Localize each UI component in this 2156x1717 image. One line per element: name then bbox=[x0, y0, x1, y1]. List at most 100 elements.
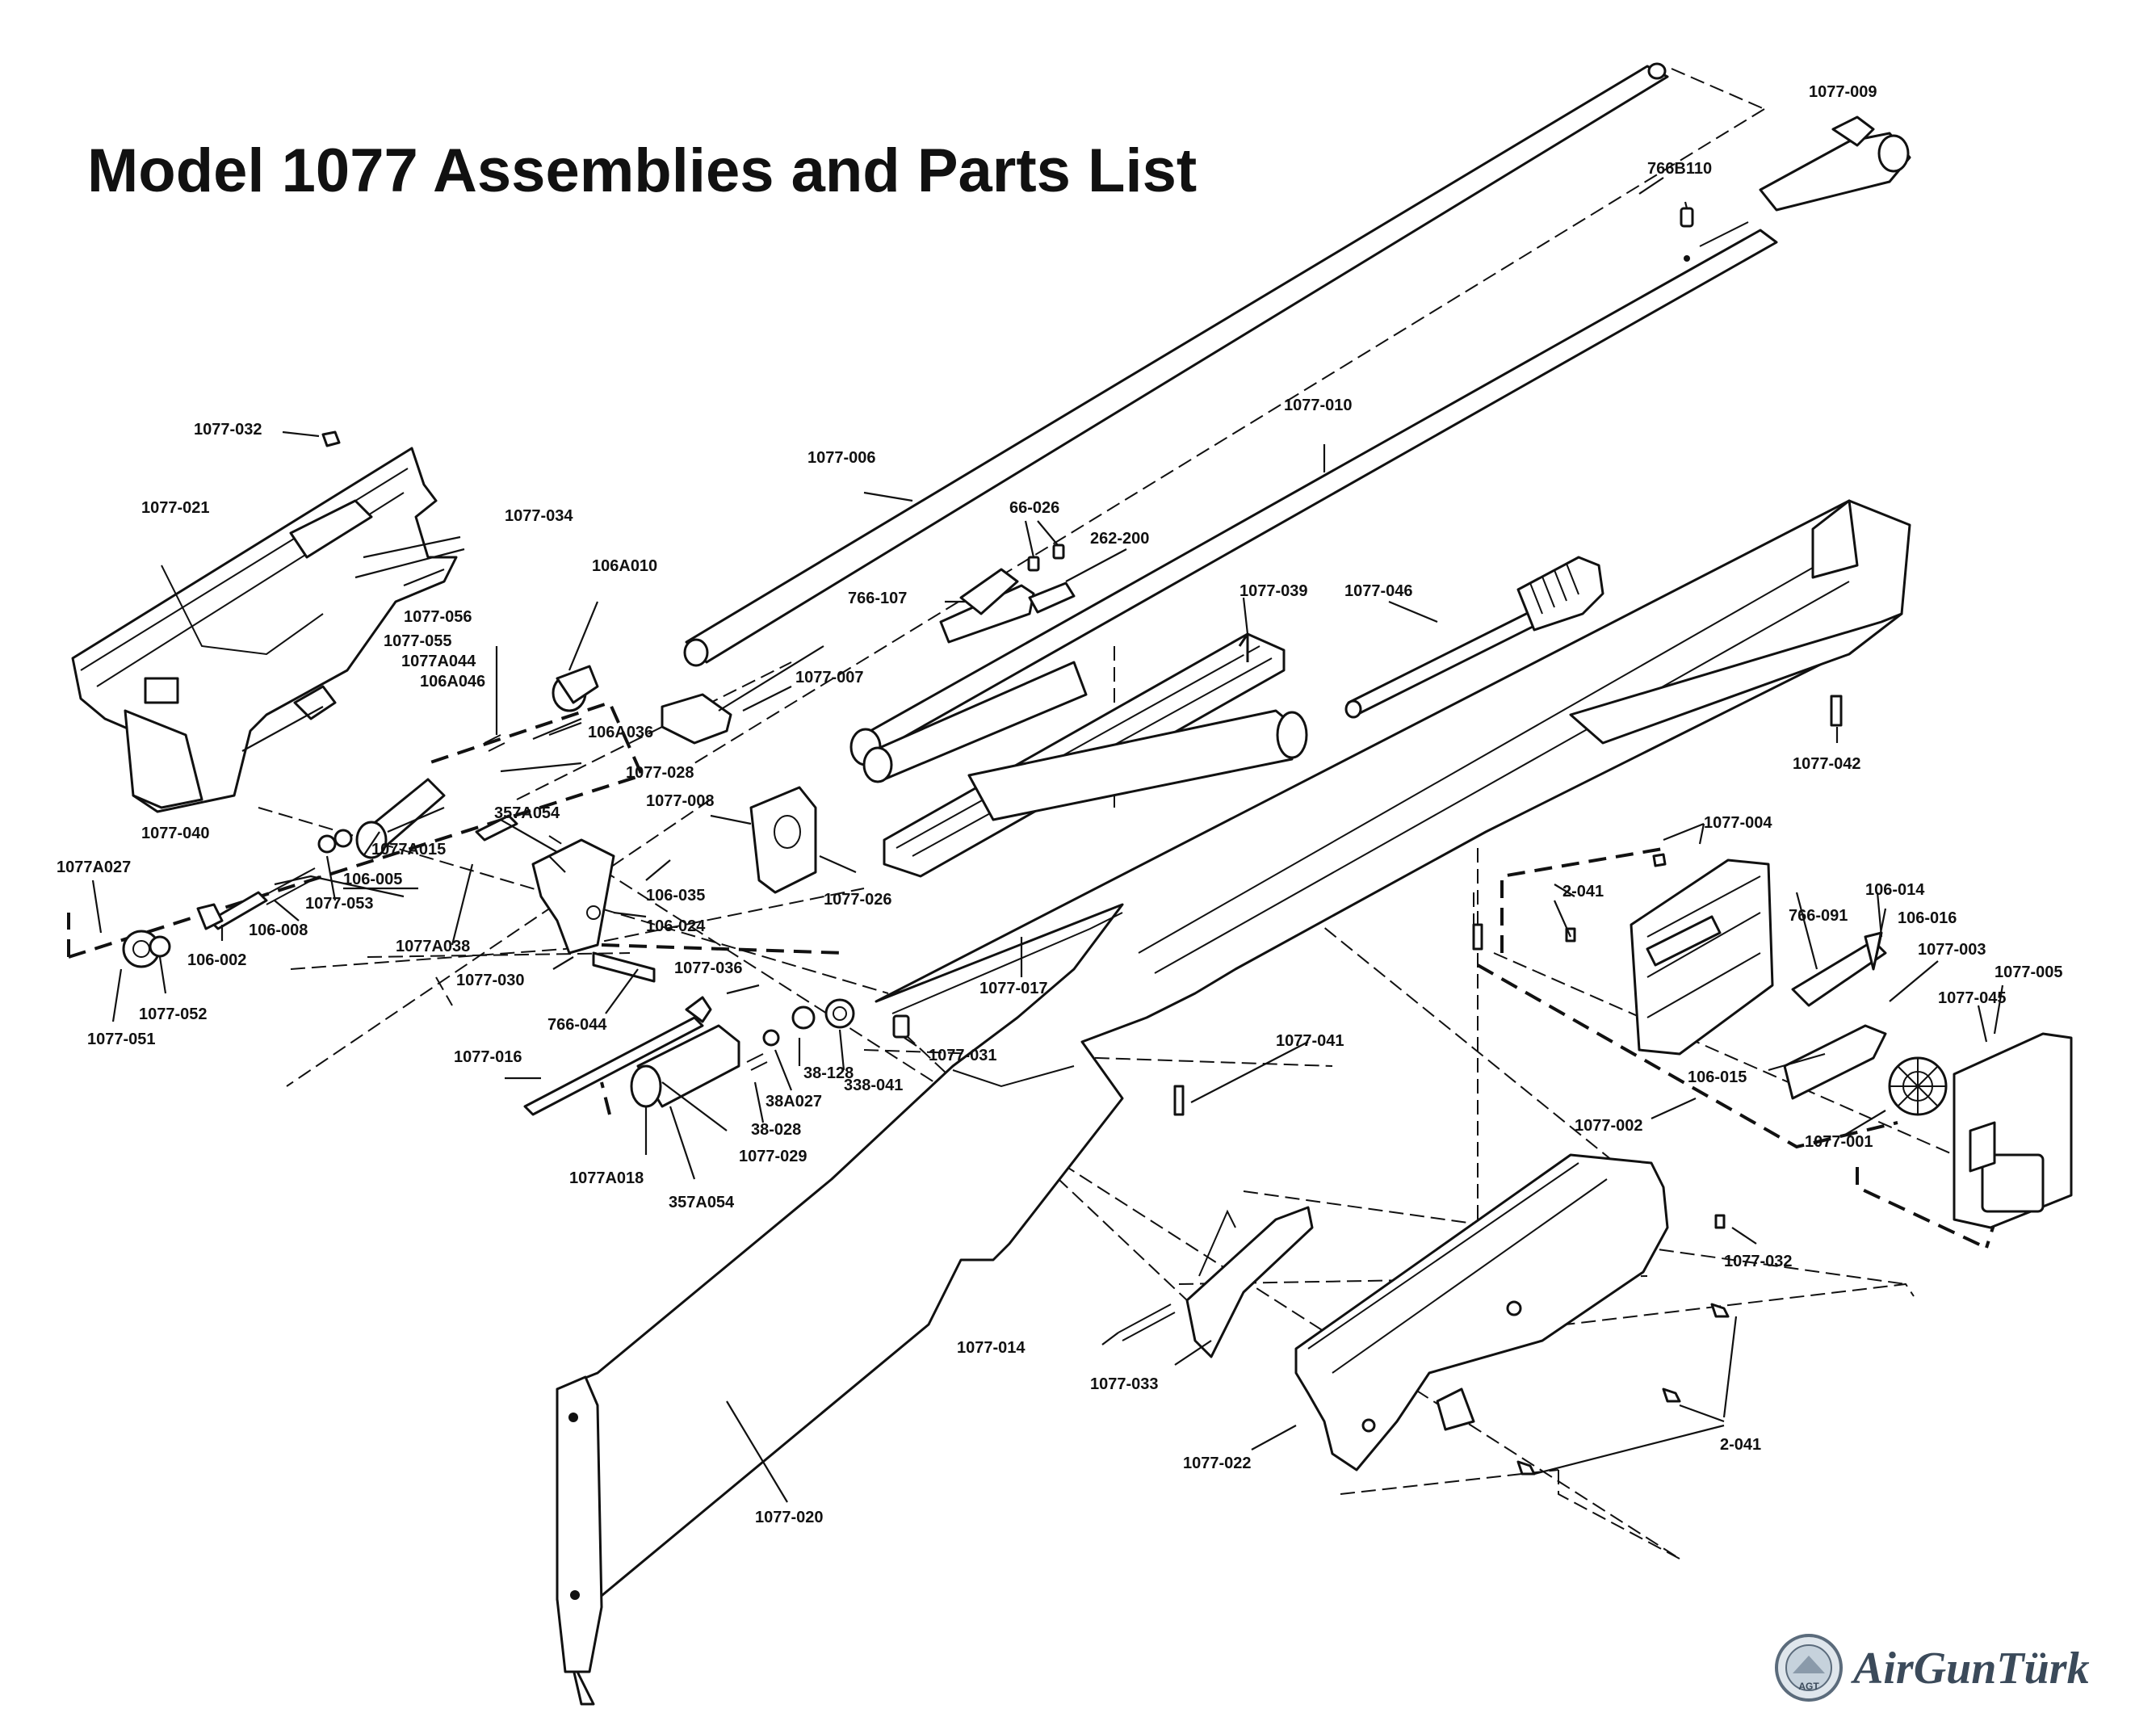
watermark-badge-icon: AGT bbox=[1775, 1634, 1843, 1702]
label-38-028: 38-028 bbox=[751, 1121, 801, 1139]
label-1077-052: 1077-052 bbox=[139, 1005, 208, 1023]
trigger-block-1077-007 bbox=[661, 693, 732, 745]
label-106a010: 106A010 bbox=[592, 557, 657, 575]
left-receiver bbox=[71, 447, 458, 813]
label-1077a038: 1077A038 bbox=[396, 938, 470, 955]
watermark-text: AirGunTürk bbox=[1853, 1644, 2090, 1694]
label-1077-041: 1077-041 bbox=[1276, 1032, 1344, 1050]
label-1077a018: 1077A018 bbox=[569, 1169, 644, 1187]
label-766-044: 766-044 bbox=[547, 1016, 607, 1034]
barrel-inner bbox=[849, 221, 1778, 766]
label-106a046: 106A046 bbox=[420, 673, 485, 691]
sight-screw bbox=[1680, 207, 1694, 262]
watermark-logo: AGT AirGunTürk bbox=[1772, 1631, 2152, 1708]
label-1077-034: 1077-034 bbox=[505, 507, 573, 525]
label-766b110: 766B110 bbox=[1647, 160, 1712, 178]
label-106-015: 106-015 bbox=[1688, 1068, 1747, 1086]
bracket-1077-008 bbox=[749, 786, 817, 894]
label-1077-005: 1077-005 bbox=[1995, 963, 2063, 981]
label-2-041-b: 2-041 bbox=[1720, 1436, 1761, 1454]
label-357a054-b: 357A054 bbox=[669, 1194, 735, 1211]
gas-cylinder bbox=[967, 709, 1308, 821]
label-1077-022: 1077-022 bbox=[1183, 1455, 1252, 1472]
air-tube bbox=[1344, 556, 1604, 719]
label-1077-032-b: 1077-032 bbox=[1724, 1253, 1793, 1270]
label-1077-030: 1077-030 bbox=[456, 972, 525, 989]
label-1077-053: 1077-053 bbox=[305, 895, 374, 913]
label-1077-036: 1077-036 bbox=[674, 959, 743, 977]
receiver-tube bbox=[862, 661, 1088, 783]
barrel-outer bbox=[683, 62, 1669, 667]
watermark-badge-text: AGT bbox=[1798, 1681, 1819, 1692]
label-1077-039: 1077-039 bbox=[1239, 582, 1308, 600]
label-262-200: 262-200 bbox=[1090, 530, 1149, 548]
springs-left bbox=[262, 734, 1176, 1341]
hammer-assembly bbox=[293, 665, 599, 859]
label-1077-032-a: 1077-032 bbox=[194, 421, 262, 439]
label-1077-040: 1077-040 bbox=[141, 825, 210, 842]
rotary-magazine bbox=[1888, 1032, 2073, 1229]
label-1077-017: 1077-017 bbox=[979, 980, 1048, 997]
label-2-041-a: 2-041 bbox=[1562, 883, 1604, 900]
page-title: Model 1077 Assemblies and Parts List bbox=[87, 136, 1198, 205]
label-357a054-a: 357A054 bbox=[494, 804, 560, 822]
label-1077-021: 1077-021 bbox=[141, 499, 210, 517]
label-106-016: 106-016 bbox=[1898, 909, 1957, 927]
label-1077a027: 1077A027 bbox=[57, 858, 131, 876]
label-1077-008: 1077-008 bbox=[646, 792, 715, 810]
label-1077-042: 1077-042 bbox=[1793, 755, 1861, 773]
label-38a027: 38A027 bbox=[766, 1093, 822, 1110]
label-1077-026: 1077-026 bbox=[824, 891, 892, 909]
label-766-107: 766-107 bbox=[848, 590, 907, 607]
stock bbox=[556, 499, 1911, 1706]
label-1077-002: 1077-002 bbox=[1575, 1117, 1643, 1135]
rod-1077-016 bbox=[523, 996, 712, 1116]
label-106-024: 106-024 bbox=[646, 917, 706, 935]
label-1077-003: 1077-003 bbox=[1918, 941, 1986, 959]
label-1077-004: 1077-004 bbox=[1704, 814, 1772, 832]
label-1077-046: 1077-046 bbox=[1344, 582, 1413, 600]
label-1077-009: 1077-009 bbox=[1809, 83, 1877, 101]
label-1077-007: 1077-007 bbox=[795, 669, 864, 686]
label-1077-031: 1077-031 bbox=[929, 1047, 997, 1064]
part-labels: 1077-009 766B110 1077-010 1077-006 1077-… bbox=[57, 83, 2063, 1526]
label-38-128: 38-128 bbox=[803, 1064, 854, 1082]
label-106-035: 106-035 bbox=[646, 887, 705, 905]
label-1077a044: 1077A044 bbox=[401, 653, 476, 670]
label-766-091: 766-091 bbox=[1789, 907, 1848, 925]
label-1077-028: 1077-028 bbox=[626, 764, 694, 782]
label-1077-010: 1077-010 bbox=[1284, 397, 1353, 414]
trigger-group bbox=[1185, 1206, 1314, 1358]
label-1077-051: 1077-051 bbox=[87, 1031, 156, 1048]
label-1077-001: 1077-001 bbox=[1805, 1133, 1873, 1151]
label-1077-055: 1077-055 bbox=[384, 632, 452, 650]
valve-body bbox=[630, 998, 855, 1108]
right-receiver bbox=[1294, 1153, 1669, 1471]
label-66-026: 66-026 bbox=[1009, 499, 1059, 517]
label-106-008: 106-008 bbox=[249, 921, 308, 939]
small-parts-left bbox=[122, 829, 353, 968]
label-1077a015: 1077A015 bbox=[371, 841, 446, 858]
leader-lines bbox=[91, 177, 2004, 1503]
label-338-041: 338-041 bbox=[844, 1077, 903, 1094]
label-1077-045: 1077-045 bbox=[1938, 989, 2007, 1007]
magazine-frame bbox=[1630, 858, 1887, 1100]
label-1077-014: 1077-014 bbox=[957, 1339, 1026, 1357]
label-1077-020: 1077-020 bbox=[755, 1509, 824, 1526]
label-1077-029: 1077-029 bbox=[739, 1148, 807, 1165]
label-1077-016: 1077-016 bbox=[454, 1048, 522, 1066]
front-sight bbox=[1759, 115, 1911, 212]
label-106-002: 106-002 bbox=[187, 951, 246, 969]
label-1077-033: 1077-033 bbox=[1090, 1375, 1159, 1393]
screws bbox=[321, 430, 1843, 1476]
trigger-sear bbox=[531, 838, 656, 983]
label-1077-006: 1077-006 bbox=[807, 449, 876, 467]
rear-sight bbox=[939, 544, 1076, 644]
label-106-005: 106-005 bbox=[343, 871, 402, 888]
label-106a036: 106A036 bbox=[588, 724, 653, 741]
label-1077-056: 1077-056 bbox=[404, 608, 472, 626]
label-106-014: 106-014 bbox=[1865, 881, 1925, 899]
pin-1077-031 bbox=[892, 1014, 910, 1039]
